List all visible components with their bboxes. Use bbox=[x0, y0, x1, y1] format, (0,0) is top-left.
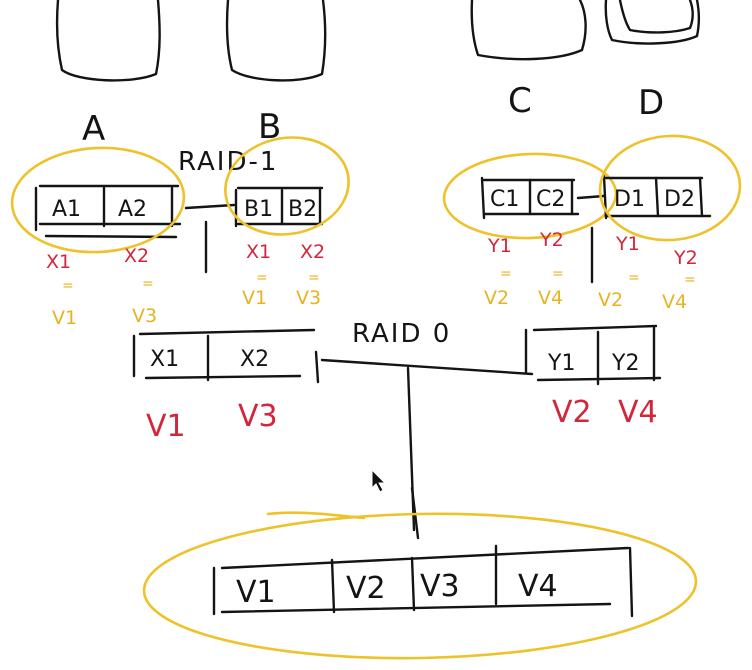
cell-c2: C2 bbox=[536, 187, 565, 212]
cell-d1: D1 bbox=[614, 187, 645, 212]
disk-d-highlight bbox=[598, 134, 742, 242]
disk-b-mapping: X1 X2 = = V1 V3 bbox=[242, 241, 325, 309]
mirror-link-ab bbox=[184, 203, 236, 210]
disk-b-stripe-2: X2 bbox=[300, 241, 325, 263]
disk-c-highlight bbox=[442, 152, 618, 240]
disk-c-eq-2: = bbox=[552, 266, 564, 282]
disk-d-mapping: Y1 Y2 = = V2 V4 bbox=[598, 233, 698, 313]
disk-c-label: C bbox=[508, 81, 532, 121]
cell-c1: C1 bbox=[490, 187, 519, 212]
disk-a-volume-2: V3 bbox=[132, 305, 157, 327]
disk-a-eq-2: = bbox=[142, 276, 154, 292]
cell-b2: B2 bbox=[288, 197, 317, 222]
disk-d-volume-1: V2 bbox=[598, 289, 623, 311]
result-cell-2: V2 bbox=[346, 571, 386, 606]
disk-a-eq-1: = bbox=[62, 278, 74, 294]
disk-c-stripe-box: C1 C2 bbox=[480, 176, 580, 220]
disk-a-stripe-1: X1 bbox=[46, 251, 71, 273]
cell-a1: A1 bbox=[52, 197, 81, 222]
disk-b-stripe-1: X1 bbox=[246, 241, 271, 263]
mirror-x-volume-1: V1 bbox=[146, 409, 186, 444]
result-highlight bbox=[142, 512, 698, 660]
disk-c-eq-1: = bbox=[500, 266, 512, 282]
disk-d-stripe-1: Y1 bbox=[615, 233, 640, 255]
mirror-x-cell-1: X1 bbox=[150, 347, 179, 372]
result-cell-3: V3 bbox=[420, 569, 460, 604]
disk-a-cylinder bbox=[55, 0, 161, 82]
result-highlight-accent bbox=[266, 511, 366, 520]
result-volume-box: V1 V2 V3 V4 bbox=[212, 544, 634, 618]
disk-c-mapping: Y1 Y2 = = V2 V4 bbox=[484, 229, 564, 309]
disk-cylinders bbox=[55, 0, 701, 82]
disk-a-stripe-box: A1 A2 bbox=[34, 184, 182, 239]
disk-a-highlight bbox=[10, 146, 186, 254]
mirror-y-cell-1: Y1 bbox=[547, 351, 575, 376]
disk-d-volume-2: V4 bbox=[662, 291, 687, 313]
mirror-x-cell-2: X2 bbox=[240, 347, 269, 372]
disk-c-stripe-2: Y2 bbox=[539, 229, 564, 251]
disk-d-stripe-2: Y2 bbox=[673, 247, 698, 269]
disk-b-cylinder bbox=[225, 0, 327, 82]
cell-a2: A2 bbox=[118, 197, 147, 222]
mirror-y-volume-2: V4 bbox=[618, 395, 658, 430]
disk-b-volume-2: V3 bbox=[296, 287, 321, 309]
mouse-cursor-icon bbox=[371, 468, 387, 493]
disk-c-stripe-1: Y1 bbox=[487, 235, 512, 257]
disk-d-eq-2: = bbox=[684, 272, 696, 288]
disk-a-volume-1: V1 bbox=[52, 307, 77, 329]
mirror-set-x: X1 X2 V1 V3 bbox=[132, 328, 320, 444]
disk-d-cylinder-inner bbox=[618, 0, 694, 34]
result-cell-4: V4 bbox=[518, 569, 558, 604]
raid1-label: RAID-1 bbox=[178, 147, 278, 177]
disk-b-stripe-box: B1 B2 bbox=[234, 186, 324, 228]
disk-d-eq-1: = bbox=[628, 270, 640, 286]
disk-b-eq-2: = bbox=[308, 270, 320, 286]
disk-a-mapping: X1 X2 = = V1 V3 bbox=[46, 245, 157, 329]
cell-b1: B1 bbox=[244, 197, 273, 222]
disk-c-cylinder bbox=[470, 0, 587, 61]
disk-d-label: D bbox=[638, 83, 664, 123]
disk-b-eq-1: = bbox=[256, 270, 268, 286]
mirror-y-volume-1: V2 bbox=[552, 395, 592, 430]
disk-c-volume-2: V4 bbox=[538, 287, 563, 309]
disk-a-stripe-2: X2 bbox=[124, 245, 149, 267]
cell-d2: D2 bbox=[664, 187, 695, 212]
disk-d-stripe-box: D1 D2 bbox=[602, 174, 712, 220]
disk-b-volume-1: V1 bbox=[242, 287, 267, 309]
result-cell-1: V1 bbox=[236, 575, 276, 610]
mirror-set-y: Y1 Y2 V2 V4 bbox=[524, 324, 662, 430]
raid0-connector bbox=[320, 358, 534, 376]
mirror-x-volume-2: V3 bbox=[238, 399, 278, 434]
mirror-y-cell-2: Y2 bbox=[611, 351, 639, 376]
disk-c-volume-1: V2 bbox=[484, 287, 509, 309]
raid0-label: RAID 0 bbox=[352, 319, 451, 349]
disk-b-highlight bbox=[224, 136, 350, 236]
disk-b-label: B bbox=[258, 107, 281, 147]
disk-d-cylinder bbox=[604, 0, 701, 45]
disk-a-label: A bbox=[82, 109, 105, 149]
